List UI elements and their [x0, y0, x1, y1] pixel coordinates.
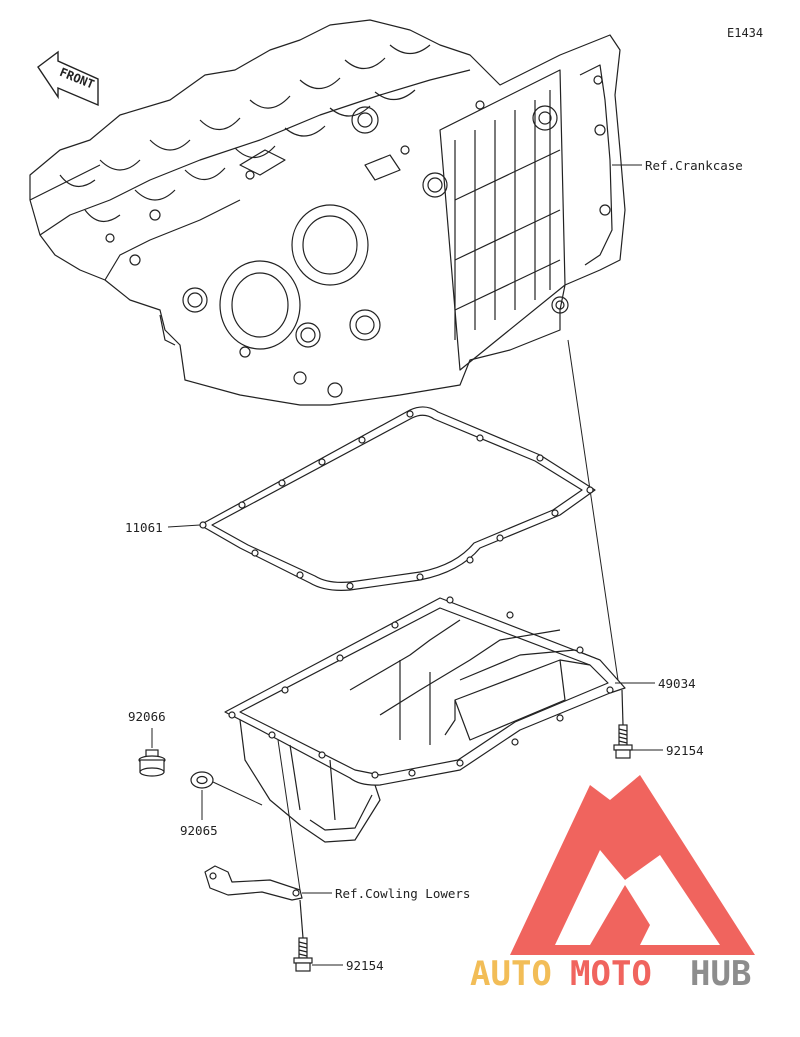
- gasket-leader: [167, 524, 201, 528]
- bracket-bolt-part-number: 92154: [346, 958, 384, 973]
- washer-part-number: 92065: [180, 823, 218, 838]
- automotohub-logo: AUTO MOTO HUB: [470, 775, 755, 994]
- pan-bolt-part-number: 92154: [666, 743, 704, 758]
- cowling-bracket-drawing: [204, 865, 303, 901]
- crankcase-drawing: [29, 19, 626, 406]
- alignment-line: [567, 339, 619, 681]
- diagram-code: E1434: [727, 26, 763, 40]
- bracket-bolt-drawing: [293, 899, 313, 972]
- ref-cowling-label: Ref.Cowling Lowers: [335, 886, 470, 901]
- logo-text-hub: HUB: [690, 954, 751, 994]
- front-arrow-icon: FRONT: [37, 50, 99, 107]
- gasket-drawing: [199, 406, 596, 591]
- washer-drawing: [190, 771, 214, 789]
- oil-pan-part-number: 49034: [658, 676, 696, 691]
- drain-plug-drawing: [138, 749, 166, 777]
- drain-plug-part-number: 92066: [128, 709, 166, 724]
- logo-text-moto: MOTO: [570, 954, 652, 994]
- oil-pan-drawing: [224, 596, 626, 843]
- gasket-part-number: 11061: [125, 520, 163, 535]
- washer-to-pan-line: [212, 781, 263, 806]
- ref-crankcase-label: Ref.Crankcase: [645, 158, 743, 173]
- pan-bolt-drawing: [613, 689, 633, 759]
- bracket-alignment-line: [277, 739, 301, 891]
- logo-text-auto: AUTO: [470, 954, 552, 994]
